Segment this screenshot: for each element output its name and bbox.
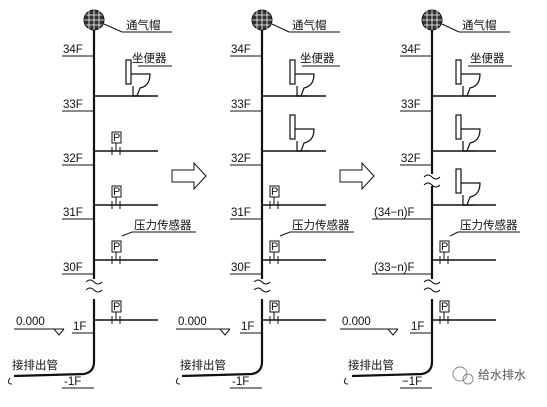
toilet-icon: [289, 59, 315, 97]
svg-text:P: P: [113, 241, 120, 253]
floor-label: 31F: [63, 207, 83, 219]
outlet-label: 接排出管: [12, 358, 58, 372]
pressure-sensor: P: [269, 185, 280, 209]
floor-label: 33F: [401, 99, 421, 111]
floor-label: 30F: [231, 262, 251, 274]
floor-label: -1F: [64, 376, 81, 388]
svg-text:P: P: [271, 186, 278, 198]
toilet-icon: [289, 114, 315, 152]
floor-label: 1F: [411, 321, 424, 333]
watermark-text: 给水排水: [478, 368, 526, 382]
svg-text:P: P: [271, 301, 278, 313]
floor-label: 34F: [401, 44, 421, 56]
pressure-sensor: P: [269, 300, 280, 324]
sensor-label: 压力传感器: [460, 218, 518, 232]
pressure-sensor: P: [269, 240, 280, 264]
elevation-label: 0.000: [178, 316, 207, 328]
toilet-label: 坐便器: [132, 51, 167, 65]
vent-cap-label: 通气帽: [292, 18, 327, 32]
floor-label: 34F: [63, 44, 83, 56]
outlet-label: 接排出管: [180, 358, 226, 372]
vent-cap-label: 通气帽: [126, 18, 161, 32]
elevation-label: 0.000: [16, 316, 45, 328]
toilet-icon: [455, 59, 481, 97]
floor-label: (34−n)F: [374, 207, 415, 219]
svg-text:P: P: [113, 301, 120, 313]
floor-label: 34F: [231, 44, 251, 56]
watermark: 给水排水: [452, 366, 526, 385]
pressure-sensor: P: [439, 300, 450, 324]
floor-label: -1F: [232, 376, 249, 388]
arrow-right-icon: [171, 161, 207, 191]
floor-label: 32F: [231, 153, 251, 165]
pressure-sensor: P: [439, 240, 450, 264]
outlet-label: 接排出管: [348, 358, 394, 372]
svg-text:P: P: [441, 241, 448, 253]
sensor-label: 压力传感器: [134, 218, 192, 232]
toilet-icon: [125, 59, 151, 97]
svg-text:P: P: [113, 132, 120, 144]
panel-1: 通气帽 34F 33F 32F 31F 30F 1F -1F 坐便器: [7, 9, 196, 389]
svg-text:P: P: [441, 301, 448, 313]
vent-cap-icon: [83, 9, 105, 31]
pressure-sensor: P: [111, 240, 122, 264]
floor-label: 30F: [63, 262, 83, 274]
arrow-right-icon: [339, 161, 375, 191]
floor-label: 1F: [73, 321, 86, 333]
toilet-icon: [455, 114, 481, 152]
floor-label: −1F: [402, 376, 422, 388]
vent-cap-icon: [251, 9, 273, 31]
floor-label: (33−n)F: [374, 262, 415, 274]
floor-label: 32F: [401, 153, 421, 165]
floor-label: 31F: [231, 207, 251, 219]
pressure-sensor: P: [111, 300, 122, 324]
floor-label: 33F: [231, 99, 251, 111]
panel-2: 通气帽 34F 33F 32F 31F 30F 1F -1F 坐便器: [175, 9, 354, 389]
svg-text:P: P: [113, 186, 120, 198]
toilet-label: 坐便器: [470, 51, 505, 65]
toilet-label: 坐便器: [300, 51, 335, 65]
svg-text:P: P: [271, 241, 278, 253]
pressure-sensor: P: [111, 185, 122, 209]
floor-label: 1F: [241, 321, 254, 333]
pressure-sensor: P: [111, 131, 122, 155]
elevation-label: 0.000: [342, 316, 371, 328]
vent-cap-icon: [421, 9, 443, 31]
sensor-label: 压力传感器: [292, 218, 350, 232]
floor-label: 32F: [63, 153, 83, 165]
floor-label: 33F: [63, 99, 83, 111]
vent-cap-label: 通气帽: [462, 18, 497, 32]
toilet-icon: [455, 168, 481, 206]
panel-3: 通气帽 34F 33F 32F (34−n)F (33−n)F 1F −1F 坐…: [340, 9, 520, 389]
